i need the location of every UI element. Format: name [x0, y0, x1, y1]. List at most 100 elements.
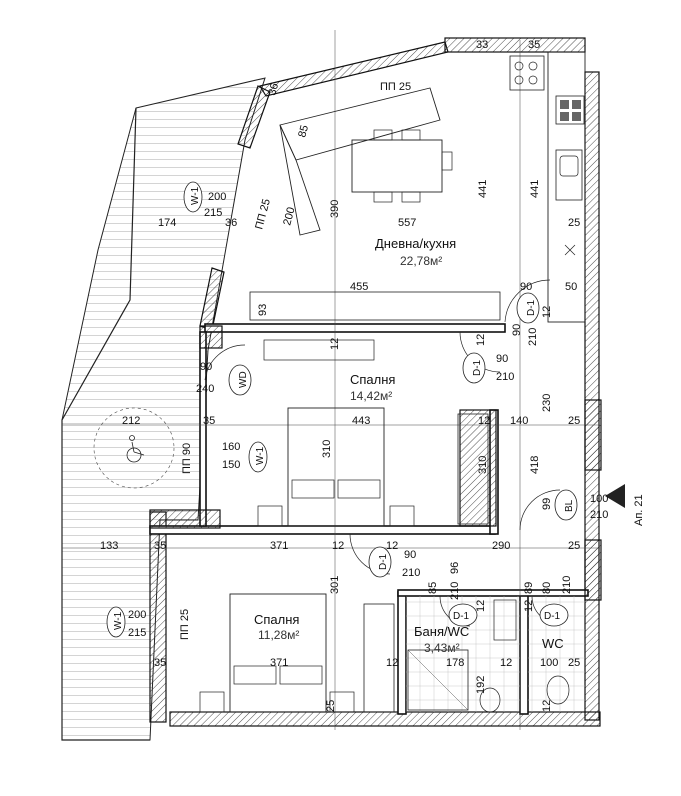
dim: 12 [523, 600, 535, 612]
bed-icon-2 [229, 593, 327, 713]
dim: 25 [568, 657, 580, 669]
dim: 310 [321, 440, 333, 458]
dim: 178 [446, 657, 464, 669]
room-name-bath: Баня/WC [414, 624, 469, 639]
wall-bottom [169, 711, 601, 727]
dim: 371 [270, 657, 288, 669]
toilet-icon [479, 687, 501, 713]
dim: 150 [222, 459, 240, 471]
wall-top-right [444, 37, 586, 53]
dim: 240 [196, 383, 214, 395]
dim: 200 [281, 206, 297, 227]
dim: 90 [404, 549, 416, 561]
dim: 12 [541, 306, 553, 318]
dim: 85 [296, 124, 311, 139]
wardrobe-icon [457, 413, 489, 525]
door-swing-wd [204, 344, 246, 381]
label-d1-bedroom2: D-1 [378, 553, 389, 570]
wall-living-bedroom [204, 323, 506, 333]
room-name-living: Дневна/кухня [375, 236, 456, 251]
label-pp25-left: ПП 25 [253, 198, 273, 231]
dim: 160 [222, 441, 240, 453]
dim: 12 [386, 540, 398, 552]
dim: 12 [500, 657, 512, 669]
dim: 210 [402, 567, 420, 579]
dim: 90 [520, 281, 532, 293]
oven-icon [555, 95, 585, 125]
dim: 140 [510, 415, 528, 427]
dim: 200 [208, 191, 226, 203]
shower-icon [407, 649, 469, 711]
dim: 12 [475, 600, 487, 612]
dim: 557 [398, 217, 416, 229]
window-tag-2 [248, 441, 268, 473]
dim: 90 [496, 353, 508, 365]
label-w1-2: W-1 [255, 446, 266, 465]
dim: 418 [529, 456, 541, 474]
stove-icon [509, 55, 545, 91]
dim: 50 [565, 281, 577, 293]
dim: 215 [204, 207, 222, 219]
label-pp90: ПП 90 [181, 443, 193, 474]
dim: 25 [568, 217, 580, 229]
dim: 36 [225, 217, 237, 229]
dim: 35 [203, 415, 215, 427]
dim: 36 [266, 82, 281, 97]
room-area-bedroom1: 14,42м² [350, 389, 392, 403]
label-w1-3: W-1 [113, 611, 124, 630]
wall-top [259, 41, 449, 97]
dim: 200 [128, 609, 146, 621]
dim: 100 [540, 657, 558, 669]
door-swing-living [504, 279, 551, 323]
dim: 35 [154, 657, 166, 669]
dim: 441 [477, 180, 489, 198]
dim: 35 [154, 540, 166, 552]
room-area-bath: 3,43м² [424, 641, 460, 655]
dim: 12 [475, 334, 487, 346]
bed-icon [287, 407, 385, 527]
dim: 25 [568, 540, 580, 552]
room-name-bedroom2: Спалня [254, 612, 299, 627]
dim: 85 [427, 582, 439, 594]
entrance-arrow-icon [605, 484, 625, 508]
balcony-edge [61, 107, 150, 741]
room-area-living: 22,78м² [400, 254, 442, 268]
kitchen-counter [547, 51, 586, 323]
dim: 210 [561, 576, 573, 594]
label-d1-living: D-1 [526, 299, 537, 316]
dim: 133 [100, 540, 118, 552]
dim: 455 [350, 281, 368, 293]
wall-corner-e [584, 399, 602, 471]
dim: 96 [449, 562, 461, 574]
washbasin-icon [493, 599, 517, 641]
dim: 93 [257, 304, 269, 316]
dim: 290 [492, 540, 510, 552]
dim: 25 [568, 415, 580, 427]
label-wd: WD [238, 371, 249, 388]
dim: 210 [449, 582, 461, 600]
wall-bath-left [397, 591, 407, 715]
dim: 100 [590, 493, 608, 505]
label-w1-1: W-1 [190, 186, 201, 205]
dim: 210 [496, 371, 514, 383]
dim: 192 [475, 676, 487, 694]
wc-toilet-icon [546, 675, 570, 705]
dim: 310 [477, 456, 489, 474]
dim: 35 [528, 39, 540, 51]
sofa-icon [279, 87, 441, 161]
window-tag-3 [106, 606, 126, 638]
dim: 301 [329, 576, 341, 594]
sink-icon [555, 149, 583, 201]
dim: 89 [523, 582, 535, 594]
dim: 12 [329, 338, 341, 350]
dim: 99 [541, 498, 553, 510]
dim: 371 [270, 540, 288, 552]
wheelchair-icon [126, 435, 145, 463]
label-pp25-top: ПП 25 [380, 81, 411, 93]
dining-table-icon [351, 139, 443, 193]
dim: 90 [511, 324, 523, 336]
dim: 390 [329, 200, 341, 218]
dim: 230 [541, 394, 553, 412]
